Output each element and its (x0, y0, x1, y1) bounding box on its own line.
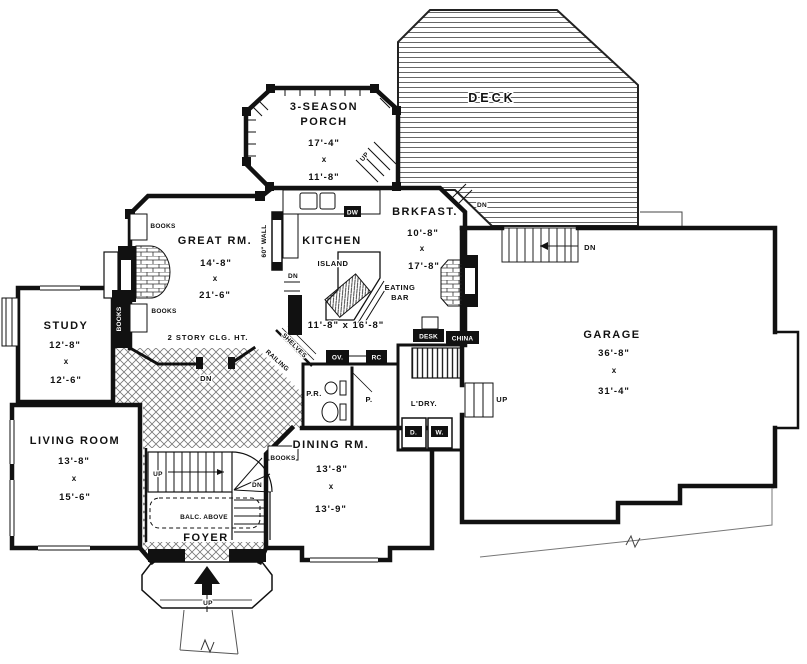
study-label: STUDY (44, 320, 89, 332)
garage-label: GARAGE (583, 329, 640, 341)
books-label-upper: BOOKS (150, 223, 176, 230)
porch-label-1: 3-SEASON (290, 101, 358, 113)
living-dim-h: 15'-6" (59, 492, 91, 503)
sixty-inch-wall-label: 60" WALL (261, 225, 268, 258)
foyer-label: FOYER (183, 532, 228, 544)
stair-up-label: UP (153, 471, 163, 478)
windows (1, 86, 461, 564)
breakfast-deck-door (451, 183, 473, 205)
dining-dim-w: 13'-8" (316, 464, 348, 475)
oven-label: OV. (332, 355, 343, 362)
breakfast-dim-h: 17'-8" (408, 261, 440, 272)
island-label: ISLAND (318, 259, 349, 268)
sixty-inch-wall (271, 211, 283, 271)
study-dim-h: 12'-6" (50, 375, 82, 386)
stair-dn-label: DN (252, 482, 262, 489)
deck-stairs-dn-label: DN (584, 243, 596, 252)
pantry-door (351, 371, 373, 393)
great-room-dim-x: x (213, 274, 218, 283)
front-walkway (179, 609, 239, 655)
great-room-label: GREAT RM. (178, 235, 252, 247)
entry-vestibule (141, 561, 273, 609)
desk-china-cabinets: DESK CHINA (411, 316, 479, 379)
garage-dim-x: x (612, 366, 617, 375)
kitchen-label: KITCHEN (302, 235, 361, 247)
porch-label-2: PORCH (300, 116, 347, 128)
porch-deck-stairs (355, 141, 397, 183)
dining-dim-x: x (329, 482, 334, 491)
porch-dim-w: 17'-4" (308, 138, 340, 149)
study-dim-x: x (64, 357, 69, 366)
kitchen-dims: 11'-8" x 16'-8" (308, 320, 385, 331)
kitchen-island (324, 251, 389, 328)
laundry-machines: D. W. (401, 417, 453, 449)
breakfast-dim-w: 10'-8" (407, 228, 439, 239)
deck-label: DECK (468, 91, 515, 105)
desk-label: DESK (419, 334, 438, 341)
study-dim-w: 12'-8" (49, 340, 81, 351)
breakfast-dim-x: x (420, 244, 425, 253)
living-dim-x: x (72, 474, 77, 483)
great-room-dim-h: 21'-6" (199, 290, 231, 301)
breakfast-fireplace (440, 255, 478, 307)
dishwasher-chip: DW (344, 206, 361, 217)
oven-fridge-chips: OV. RC (326, 350, 387, 363)
garage-entry-steps (464, 382, 494, 418)
great-room-dn-label: DN (200, 374, 212, 383)
kitchen-counter-sink (282, 189, 381, 259)
wall-poche (125, 84, 401, 562)
great-room-fireplace (103, 245, 171, 302)
main-stair (144, 448, 273, 542)
balcony-above-label: BALC. ABOVE (180, 514, 228, 521)
breakfast-deck-dn-label: DN (477, 202, 487, 209)
entry-up-label: UP (203, 600, 213, 607)
balcony-above-outline (149, 497, 261, 529)
powder-room-label: P.R. (306, 389, 322, 398)
eating-bar-label-2: BAR (391, 293, 409, 302)
porch-dim-h: 11'-8" (308, 172, 339, 183)
powder-room-fixtures (321, 380, 347, 423)
breakfast-label: BRKFAST. (392, 206, 458, 218)
entry-arrow (194, 566, 220, 612)
deck-stairs (501, 227, 579, 263)
eating-bar-label-1: EATING (385, 283, 416, 292)
dining-label: DINING RM. (293, 439, 370, 451)
garage-up-label: UP (496, 395, 507, 404)
living-dim-w: 13'-8" (58, 456, 90, 467)
dining-bookshelf (267, 445, 299, 461)
dryer-label: D. (410, 430, 417, 437)
dishwasher-label: DW (347, 210, 359, 217)
great-room-dim-w: 14'-8" (200, 258, 232, 269)
kitchen-dn-label: DN (288, 273, 298, 280)
books-label-dining: BOOKS (270, 455, 296, 462)
dining-dim-h: 13'-9" (315, 504, 347, 515)
garage-dim-w: 36'-8" (598, 348, 630, 359)
porch-dim-x: x (322, 155, 327, 164)
washer-label: W. (436, 430, 444, 437)
books-label-lower: BOOKS (151, 308, 177, 315)
great-room-bookshelves (129, 213, 148, 333)
laundry-label: L'DRY. (411, 399, 437, 408)
fridge-label: RC (372, 355, 382, 362)
driveway-line (479, 488, 773, 558)
garage-dim-h: 31'-4" (598, 386, 630, 397)
great-room-note: 2 STORY CLG. HT. (168, 333, 249, 342)
living-room-label: LIVING ROOM (30, 435, 120, 447)
kitchen-steps (284, 281, 300, 292)
china-label: CHINA (452, 336, 474, 343)
room-floors (12, 88, 465, 608)
shelves-closet (275, 325, 317, 367)
garage-bump-wall (775, 330, 800, 430)
books-label-vertical: BOOKS (116, 306, 123, 331)
study-books-wall (112, 290, 129, 348)
pantry-label: P. (365, 395, 372, 404)
